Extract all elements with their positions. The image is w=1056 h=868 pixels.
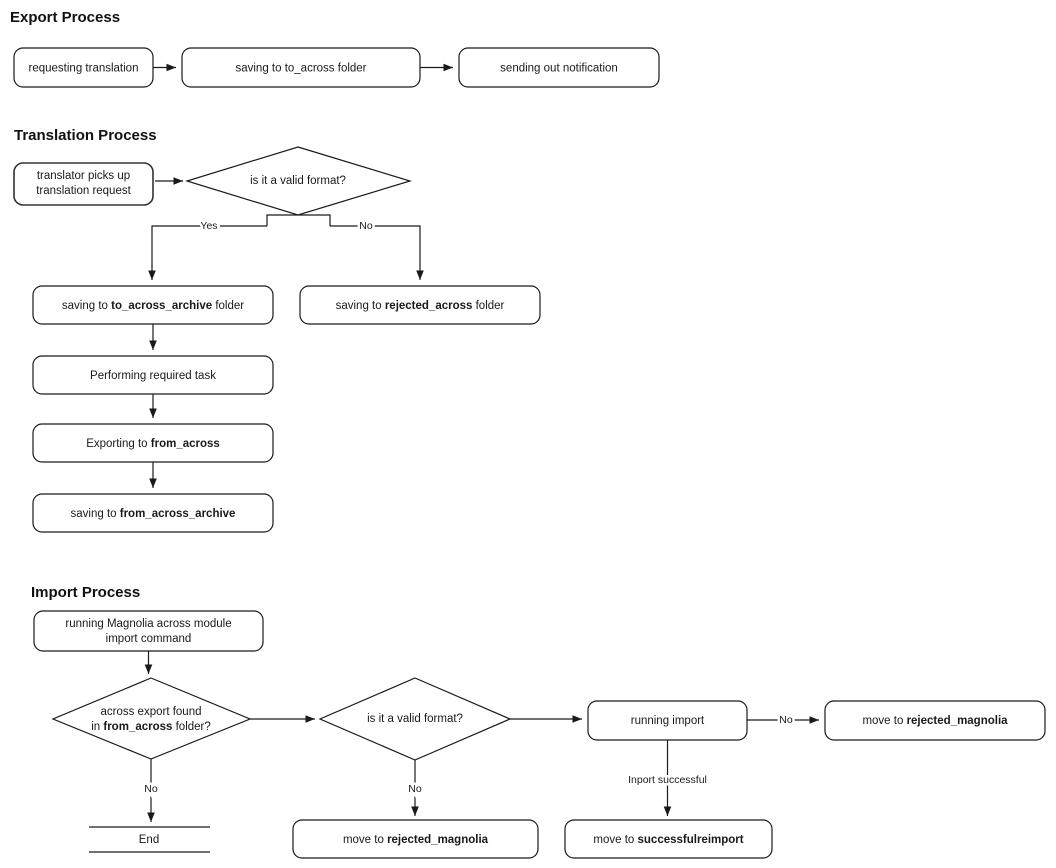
node-saving-to-across-archive-label: saving to to_across_archive folder: [62, 300, 244, 312]
node-performing-required-task-label: Performing required task: [90, 370, 216, 382]
label-pre: saving to: [71, 508, 120, 520]
node-translator-picks-up-label-line2: translation request: [36, 185, 131, 197]
node-requesting-translation-label: requesting translation: [29, 63, 139, 75]
node-saving-to-across-folder-label: saving to to_across folder: [235, 63, 366, 75]
label-bold: successfulreimport: [638, 834, 744, 846]
label-bold: rejected_across: [385, 300, 473, 312]
node-running-import-label: running import: [631, 715, 705, 727]
node-decision-across-export-found-label-line2: in from_across folder?: [91, 721, 211, 733]
node-saving-to-rejected-across-label: saving to rejected_across folder: [336, 300, 505, 312]
node-saving-to-rejected-across[interactable]: [299, 285, 541, 325]
label-pre: in: [91, 721, 103, 733]
label-pre: saving to: [62, 300, 111, 312]
edge-label-no-import-2: No: [408, 783, 422, 795]
node-decision-valid-format-translation-label: is it a valid format?: [250, 175, 346, 187]
label-bold: from_across: [151, 438, 220, 450]
node-saving-to-from-across-archive[interactable]: [32, 493, 274, 533]
label-bold: from_across_archive: [120, 508, 236, 520]
label-pre: move to: [862, 715, 906, 727]
node-running-magnolia-label-line2: import command: [106, 633, 192, 645]
node-translator-picks-up-label-line1: translator picks up: [37, 170, 130, 182]
edge-label-no-import-3: No: [779, 714, 793, 726]
node-move-to-rejected-magnolia-left-label: move to rejected_magnolia: [343, 834, 489, 846]
node-translator-picks-up[interactable]: [13, 162, 154, 206]
node-end-label: End: [139, 834, 159, 846]
node-decision-valid-format-import-label: is it a valid format?: [367, 713, 463, 725]
label-post: folder?: [172, 721, 210, 733]
node-exporting-to-from-across-label: Exporting to from_across: [86, 438, 220, 450]
node-move-to-rejected-magnolia-right-label: move to rejected_magnolia: [862, 715, 1008, 727]
node-move-to-successfulreimport[interactable]: [564, 819, 773, 859]
edge-label-no-import-1: No: [144, 783, 158, 795]
label-pre: move to: [343, 834, 387, 846]
label-post: folder: [212, 300, 244, 312]
label-bold: from_across: [103, 721, 172, 733]
node-move-to-rejected-magnolia-left[interactable]: [292, 819, 539, 859]
label-pre: move to: [593, 834, 637, 846]
node-move-to-rejected-magnolia-right[interactable]: [824, 700, 1046, 741]
node-sending-out-notification[interactable]: [458, 47, 660, 88]
label-bold: rejected_magnolia: [387, 834, 489, 846]
section-heading-translation: Translation Process: [14, 127, 157, 144]
edge-tr2-tr4-no: [330, 225, 424, 280]
label-bold: to_across_archive: [111, 300, 212, 312]
node-move-to-successfulreimport-label: move to successfulreimport: [593, 834, 743, 846]
node-decision-across-export-found[interactable]: [51, 677, 252, 760]
label-pre: saving to: [336, 300, 385, 312]
edge-label-no-translation: No: [359, 220, 373, 232]
label-pre: Exporting to: [86, 438, 151, 450]
edge-label-yes: Yes: [200, 220, 217, 232]
node-saving-to-from-across-archive-label: saving to from_across_archive: [71, 508, 236, 520]
edge-decision-notch: [266, 214, 331, 226]
node-running-magnolia-label-line1: running Magnolia across module: [65, 618, 231, 630]
section-heading-import: Import Process: [31, 584, 140, 601]
label-bold: rejected_magnolia: [907, 715, 1009, 727]
edge-tr2-tr3-yes: [148, 225, 267, 280]
node-decision-across-export-found-label-line1: across export found: [100, 706, 201, 718]
node-sending-out-notification-label: sending out notification: [500, 63, 618, 75]
edge-label-import-successful: Inport successful: [628, 774, 707, 786]
label-post: folder: [472, 300, 504, 312]
section-heading-export: Export Process: [10, 9, 120, 26]
